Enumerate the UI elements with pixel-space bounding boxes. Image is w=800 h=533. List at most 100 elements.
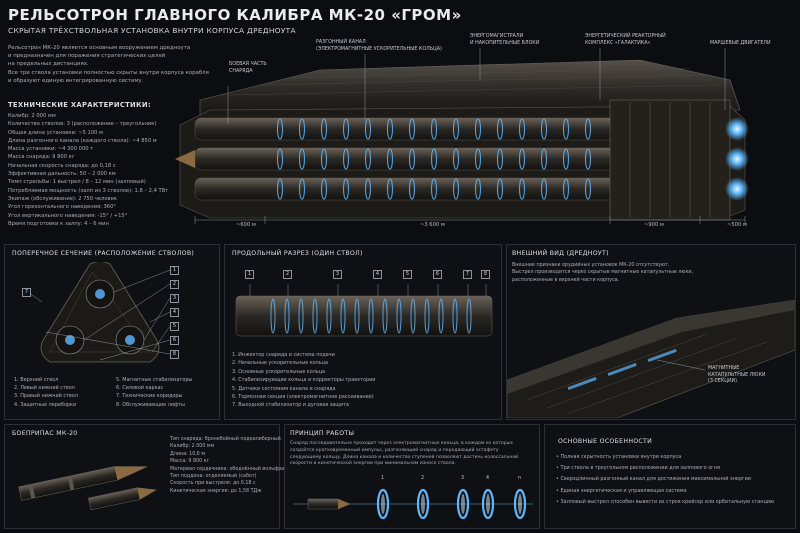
ammo-specs: Тип снаряда: бронебойный подкалиберный К… [170, 436, 288, 495]
accelerator-ring [276, 118, 284, 140]
accelerator-ring [386, 148, 394, 170]
accelerator-ring [408, 178, 416, 200]
exterior-heading: ВНЕШНИЙ ВИД (ДРЕДНОУТ) [512, 250, 609, 257]
legend-item: 4. Защитные переборки [14, 401, 77, 408]
accelerator-ring [320, 118, 328, 140]
long-section-number: 1 [245, 270, 254, 279]
legend-item: 6. Силовой каркас [116, 385, 164, 392]
legend-item: 8. Обслуживающие лифты [116, 401, 185, 408]
ammo-spec: Кинетическая энергия: до 1,58 ТДж [170, 488, 262, 494]
callout-line: РАЗГОННЫЙ КАНАЛ [316, 40, 366, 45]
accelerator-ring [364, 148, 372, 170]
accelerator-ring [562, 118, 570, 140]
callout-line: ЭНЕРГОМАГИСТРАЛИ [470, 34, 524, 39]
cross-section-number: 3 [170, 294, 179, 303]
accelerator-ring [452, 298, 458, 334]
accelerator-ring [584, 148, 592, 170]
accelerator-ring [364, 178, 372, 200]
intro-line: Рельсотрон МК-20 является основным воору… [8, 45, 191, 51]
spec-item: Общая длина установки: ~5 100 м [8, 129, 104, 136]
accelerator-ring [584, 118, 592, 140]
callout-energy: ЭНЕРГОМАГИСТРАЛИ И НАКОПИТЕЛЬНЫЕ БЛОКИ [470, 34, 539, 47]
accelerator-ring [474, 148, 482, 170]
ammo-spec: Тип снаряда: бронебойный подкалиберный [170, 437, 281, 442]
ring-label: 3 [461, 476, 465, 481]
page-subtitle: СКРЫТАЯ ТРЁХСТВОЛЬНАЯ УСТАНОВКА ВНУТРИ К… [8, 26, 296, 35]
intro-line: на предельных дистанциях. [8, 61, 89, 68]
accelerator-ring [424, 298, 430, 334]
accelerator-ring [340, 298, 346, 334]
long-section-heading: ПРОДОЛЬНЫЙ РАЗРЕЗ (ОДИН СТВОЛ) [232, 250, 363, 257]
spec-item: Количество стволов: 3 (расположение – тр… [8, 121, 157, 128]
spec-item: Начальная скорость снаряда: до 0,18 с [8, 162, 116, 169]
dimension-label: ~900 м [644, 222, 664, 228]
ring-label: n [518, 476, 522, 481]
principle-text: Снаряд последовательно проходит через эл… [290, 441, 538, 468]
accelerator-ring [368, 298, 374, 334]
accelerator-ring [270, 298, 276, 334]
accelerator-ring [474, 178, 482, 200]
bullet-icon: • [556, 498, 559, 505]
spec-item: Потребляемая мощность (залп из 3 стволов… [8, 187, 169, 194]
cross-section-legend-right: 5. Магнитные стабилизаторы 6. Силовой ка… [116, 376, 192, 409]
cross-section-number: 4 [170, 308, 179, 317]
accelerator-ring [540, 178, 548, 200]
spec-item: Время подготовки к залпу: 4 – 6 мин [8, 220, 109, 227]
spec-item: Длина разгонного канала (каждого ствола)… [8, 137, 157, 144]
callout-line: (3 СЕКЦИИ) [708, 379, 738, 385]
accelerator-ring [408, 118, 416, 140]
callout-line: КОМПЛЕКС «ГАЛАКТИКА» [585, 40, 651, 46]
ammo-spec: Калибр: 2 000 мм [170, 444, 215, 450]
accelerator-ring [382, 298, 388, 334]
accelerator-ring [496, 118, 504, 140]
dimension-label: ~600 м [236, 222, 256, 228]
accelerator-ring [540, 148, 548, 170]
legend-item: 4. Стабилизирующие кольца и корректоры т… [232, 377, 376, 384]
callout-line: КАТАПУЛЬТНЫЕ ЛЮКИ [708, 372, 766, 378]
exterior-ship-illustration [507, 299, 795, 418]
intro-line: и предназначен для поражения стратегичес… [8, 53, 166, 60]
features-list: • Полная скрытность установки внутри кор… [556, 452, 792, 508]
page-title: РЕЛЬСОТРОН ГЛАВНОГО КАЛИБРА МК-20 «ГРОМ» [8, 6, 462, 24]
callout-line: И НАКОПИТЕЛЬНЫЕ БЛОКИ [470, 40, 540, 46]
accelerator-ring [284, 298, 290, 334]
feature-text: Три ствола в треугольном расположении дл… [560, 465, 720, 472]
exterior-callout-hatches: МАГНИТНЫЕ КАТАПУЛЬТНЫЕ ЛЮКИ (3 СЕКЦИИ) [708, 366, 765, 386]
bullet-icon: • [556, 487, 559, 494]
callout-channel: РАЗГОННЫЙ КАНАЛ (ЭЛЕКТРОМАГНИТНЫЕ УСКОРИ… [316, 40, 442, 53]
callout-line: ЭНЕРГЕТИЧЕСКИЙ РЕАКТОРНЫЙ [585, 34, 666, 39]
accelerator-ring [438, 298, 444, 334]
accelerator-ring [312, 298, 318, 334]
dimension-label: ~500 м [727, 222, 747, 228]
accelerator-ring [298, 118, 306, 140]
long-section-number: 4 [373, 270, 382, 279]
accelerator-ring [496, 178, 504, 200]
accelerator-ring [298, 298, 304, 334]
ammo-spec: Скорость при выстреле: до 0,18 с [170, 481, 256, 487]
accelerator-ring [276, 148, 284, 170]
cross-section-number: 6 [170, 336, 179, 345]
accelerator-ring [276, 178, 284, 200]
cross-section-number: 1 [170, 266, 179, 275]
accelerator-ring [430, 178, 438, 200]
callout-engines: МАРШЕВЫЕ ДВИГАТЕЛИ [710, 41, 771, 48]
principle-text-line: следующему кольцу. Длина канала и количе… [290, 454, 519, 460]
specs-heading: ТЕХНИЧЕСКИЕ ХАРАКТЕРИСТИКИ: [8, 101, 151, 109]
long-section-diagram [235, 284, 493, 337]
callout-line: СНАРЯДА [229, 68, 253, 74]
principle-text-line: создаётся кратковременный импульс, разго… [290, 447, 499, 453]
feature-item: • Залповый выстрел способен вывести из с… [556, 497, 792, 508]
long-section-number: 7 [463, 270, 472, 279]
ring-label: 1 [381, 476, 385, 481]
legend-item: 5. Датчики состояния канала и снаряда [232, 385, 336, 392]
long-section-number: 3 [333, 270, 342, 279]
bullet-icon: • [556, 465, 559, 472]
spec-item: Угол вертикального наведения: -15° / +15… [8, 212, 128, 219]
callout-reactor: ЭНЕРГЕТИЧЕСКИЙ РЕАКТОРНЫЙ КОМПЛЕКС «ГАЛА… [585, 34, 666, 47]
legend-item: 1. Верхний ствол [14, 377, 59, 383]
accelerator-ring [466, 298, 472, 334]
accelerator-ring [342, 148, 350, 170]
feature-text: Сверхдлинный разгонный канал для достиже… [560, 476, 751, 483]
exterior-text-line: расположенные в верхней части корпуса. [512, 277, 620, 283]
feature-item: • Единая энергетическая и управляющая си… [556, 486, 792, 497]
